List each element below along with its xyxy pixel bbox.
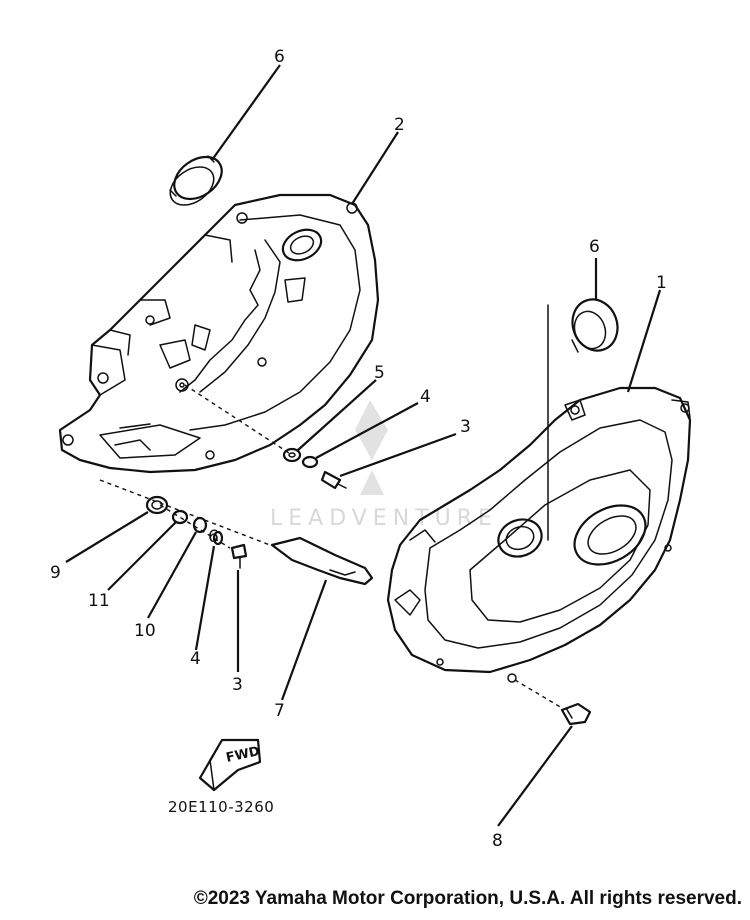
- callout-3-lower: 3: [232, 675, 243, 695]
- washer-4-right: [301, 455, 319, 469]
- fwd-arrow-icon: FWD: [198, 738, 262, 792]
- bushing-9: [145, 495, 169, 515]
- copyright-notice: ©2023 Yamaha Motor Corporation, U.S.A. A…: [193, 888, 742, 909]
- callout-3-right: 3: [460, 417, 471, 437]
- leader-lines: [65, 64, 662, 827]
- cap-plug-right: [571, 298, 619, 353]
- callout-6-lower: 6: [208, 527, 219, 547]
- inner-crankcase-cover: [58, 193, 380, 474]
- callout-9: 9: [50, 563, 61, 583]
- callout-4-lower: 4: [190, 649, 201, 669]
- assembly-lines: [99, 304, 563, 709]
- guide-bracket-7: [270, 536, 374, 586]
- callout-4-right: 4: [420, 387, 431, 407]
- cap-plug-top: [169, 155, 223, 206]
- callout-5: 5: [374, 363, 385, 383]
- washer-5: [282, 447, 302, 463]
- callout-6-top: 6: [274, 47, 285, 67]
- outer-crankcase-cover: [386, 386, 692, 683]
- washer-10: [192, 516, 208, 534]
- bolt-3-right: [320, 470, 347, 490]
- fwd-label: FWD: [225, 744, 262, 766]
- callout-8: 8: [492, 831, 503, 851]
- callout-11: 11: [88, 591, 110, 611]
- callout-6-right: 6: [589, 237, 600, 257]
- callout-7: 7: [274, 701, 285, 721]
- plug-6-lower: [212, 530, 224, 546]
- callout-10: 10: [134, 621, 156, 641]
- bolt-3-lower: [230, 543, 248, 569]
- drawing-part-number: 20E110-3260: [168, 798, 274, 816]
- collar-11: [171, 509, 189, 525]
- callout-numbers: 6 2 6 1 5 4 3 9 11 10 6 4 3 7 8: [50, 47, 667, 851]
- callout-2: 2: [394, 115, 405, 135]
- watermark-text: LEADVENTURE: [270, 506, 498, 531]
- bolt-8: [560, 702, 592, 726]
- callout-1: 1: [656, 273, 667, 293]
